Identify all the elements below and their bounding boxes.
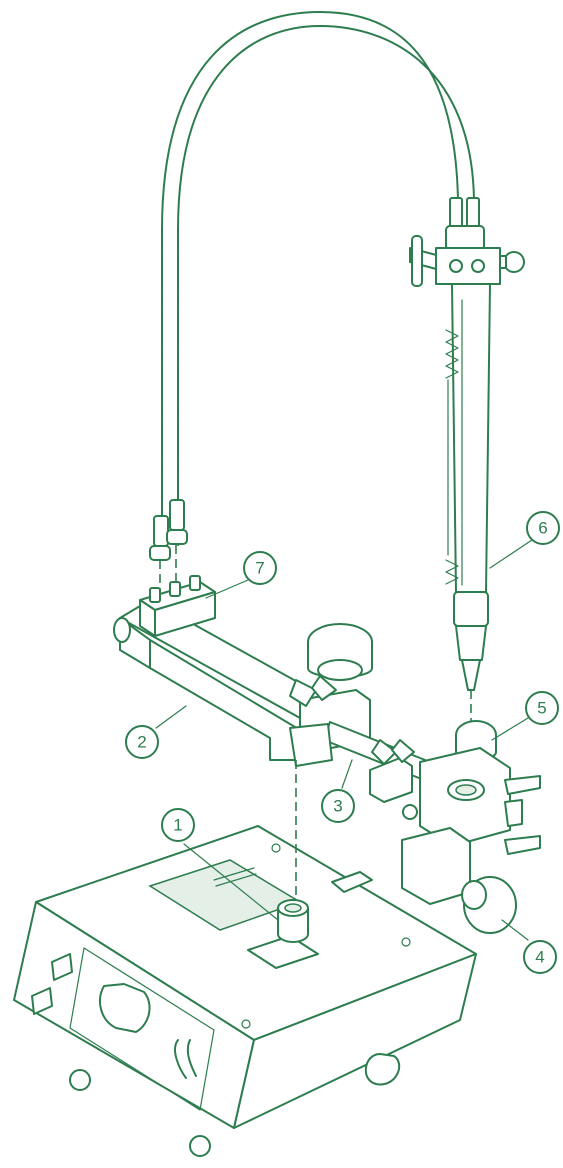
callout-3-label: 3 bbox=[333, 797, 342, 816]
support-rod-clamp bbox=[289, 623, 431, 803]
carriage bbox=[13, 825, 477, 1157]
callout-5-label: 5 bbox=[537, 699, 546, 718]
callout-6-label: 6 bbox=[538, 519, 547, 538]
callout-1-label: 1 bbox=[173, 816, 182, 835]
gas-manifold bbox=[139, 575, 216, 637]
callout-7: 7 bbox=[243, 551, 277, 585]
swivel-block bbox=[401, 720, 541, 934]
callout-4-label: 4 bbox=[535, 948, 544, 967]
callout-2: 2 bbox=[125, 725, 159, 759]
callout-2-label: 2 bbox=[137, 733, 146, 752]
callout-5: 5 bbox=[525, 691, 559, 725]
hose-fittings-left bbox=[149, 499, 188, 595]
callout-6: 6 bbox=[526, 511, 560, 545]
callout-7-label: 7 bbox=[255, 559, 264, 578]
torch bbox=[409, 197, 525, 790]
callout-3: 3 bbox=[321, 789, 355, 823]
hose-pair bbox=[161, 11, 475, 546]
callout-4: 4 bbox=[523, 940, 557, 974]
leader-lines bbox=[155, 539, 533, 941]
callout-1: 1 bbox=[161, 808, 195, 842]
